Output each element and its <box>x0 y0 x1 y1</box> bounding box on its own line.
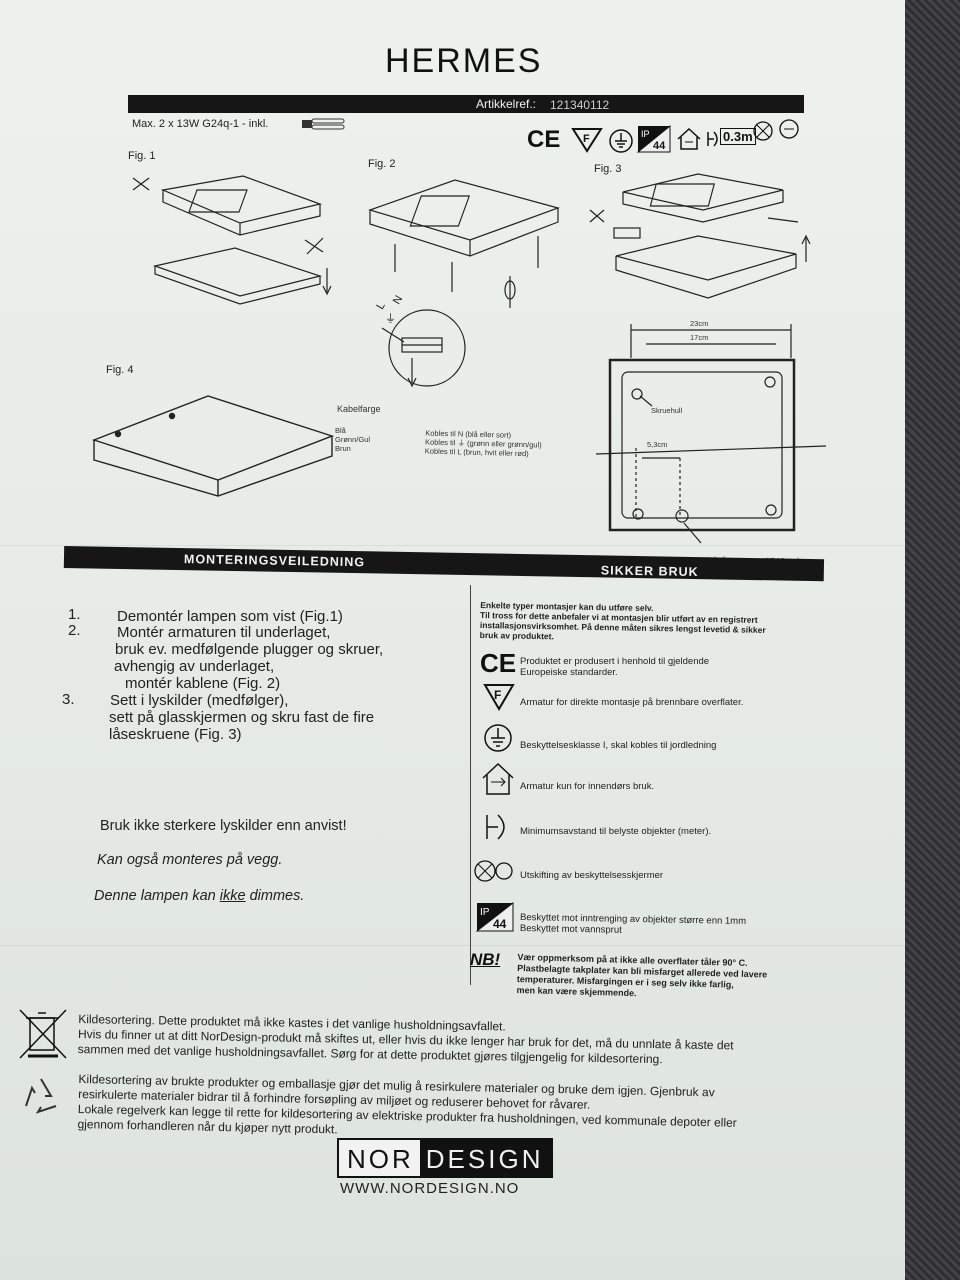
safety-f-text: Armatur for direkte montasje på brennbar… <box>520 697 744 708</box>
safety-intro: Enkelte typer montasjer kan du utføre se… <box>480 600 766 645</box>
dimming-note: Denne lampen kan ikke dimmes. <box>94 888 304 904</box>
step-3-line: låseskruene (Fig. 3) <box>109 726 242 743</box>
f-mark-icon: F <box>571 128 603 153</box>
indoor-house-icon <box>677 127 701 150</box>
ip44-icon: IP 44 <box>475 901 514 932</box>
safety-heading: SIKKER BRUK <box>600 563 699 580</box>
ground-class-icon <box>609 129 633 153</box>
cable-color-blue: Blå <box>335 426 346 435</box>
screw-hole-label: Skruehull <box>651 406 683 415</box>
safety-text-line: Produktet er produsert i henhold til gje… <box>520 656 710 667</box>
logo-design: DESIGN <box>419 1140 552 1176</box>
cable-color-heading: Kabelfarge <box>337 404 381 414</box>
safety-ce-text: Produktet er produsert i henhold til gje… <box>520 656 820 678</box>
nb-label: NB! <box>470 950 501 969</box>
step-number: 2. <box>68 622 81 639</box>
dimming-note-end: dimmes. <box>245 888 305 904</box>
safety-ground-text: Beskyttelsesklasse I, skal kobles til jo… <box>520 740 717 751</box>
indoor-house-icon <box>482 762 514 795</box>
safety-indoor-text: Armatur kun for innendørs bruk. <box>520 781 655 792</box>
wire-pe-label: ⏚ <box>385 313 396 325</box>
dimming-note-start: Denne lampen kan <box>94 888 220 904</box>
recycle-icon <box>25 1078 57 1114</box>
step-2-line: avhengig av underlaget, <box>114 658 275 675</box>
svg-text:F: F <box>494 688 501 702</box>
distance-icon <box>707 131 718 147</box>
step-2-line: bruk ev. medfølgende plugger og skruer, <box>115 641 384 658</box>
fig3-dimension-plan <box>595 324 827 544</box>
paper-fold <box>0 945 905 946</box>
max-power-text: Max. 2 x 13W G24q-1 - inkl. <box>132 118 269 130</box>
f-mark-icon: F <box>483 684 515 711</box>
svg-text:F: F <box>583 133 590 145</box>
lamp-bulb-icon <box>302 118 345 130</box>
fig3-drawing <box>589 173 811 299</box>
website-url: WWW.NORDESIGN.NO <box>340 1180 520 1197</box>
mounting-heading: MONTERINGSVEILEDNING <box>183 552 366 570</box>
product-title: HERMES <box>385 42 543 80</box>
ce-mark-icon: CE <box>527 126 561 153</box>
step-number: 3. <box>62 691 75 708</box>
logo-nor: NOR <box>339 1140 420 1176</box>
ground-class-icon <box>484 724 512 752</box>
paper-fold <box>0 545 905 546</box>
warning-note: Bruk ikke sterkere lyskilder enn anvist! <box>100 818 347 834</box>
fig4-label: Fig. 4 <box>106 364 134 376</box>
dim-23cm: 23cm <box>690 319 709 328</box>
nordesign-logo: NOR DESIGN <box>337 1138 554 1178</box>
weee-bin-icon <box>19 1009 67 1059</box>
dim-17cm: 17cm <box>690 333 709 342</box>
fig2-terminal-detail <box>381 309 466 388</box>
cable-connections: Kobles til N (blå eller sort) Kobles til… <box>425 428 542 458</box>
step-3-line: sett på glasskjermen og skru fast de fir… <box>109 709 375 726</box>
dimming-note-emphasis: ikke <box>219 888 246 904</box>
distance-value: 0.3m <box>720 128 756 145</box>
article-bar: Artikkelref.: 121340112 <box>128 95 804 113</box>
fig4-drawing <box>91 395 335 497</box>
safety-replace-text: Utskifting av beskyttelsesskjermer <box>520 870 664 881</box>
ip44-icon: IP 44 <box>636 124 671 153</box>
column-divider <box>470 585 471 985</box>
svg-text:44: 44 <box>653 140 666 152</box>
cable-colors: Blå Grønn/Gul Brun <box>335 426 370 453</box>
ce-icon: CE <box>479 648 517 678</box>
svg-text:44: 44 <box>493 917 507 931</box>
replace-shield-icon <box>474 860 513 882</box>
fig2-drawing <box>368 179 560 308</box>
fig1-label: Fig. 1 <box>128 150 156 162</box>
fig1-drawing <box>132 175 332 305</box>
cable-color-green-yellow: Grønn/Gul <box>335 435 371 444</box>
step-number: 1. <box>68 606 81 623</box>
svg-text:IP: IP <box>641 129 650 139</box>
fig3-label: Fig. 3 <box>594 163 622 175</box>
safety-distance-text: Minimumsavstand til belyste objekter (me… <box>520 826 712 837</box>
article-label: Artikkelref.: <box>475 97 536 111</box>
step-3-line: Sett i lyskilder (medfølger), <box>110 692 289 709</box>
replace-shield-icons <box>753 119 799 141</box>
svg-text:IP: IP <box>480 907 490 918</box>
wall-mount-note: Kan også monteres på vegg. <box>97 852 283 868</box>
safety-text-line: Europeiske standarder. <box>520 667 618 678</box>
fig2-label: Fig. 2 <box>368 158 396 170</box>
distance-icon <box>486 814 505 840</box>
step-1-text: Demontér lampen som vist (Fig.1) <box>117 608 343 625</box>
step-2-line: montér kablene (Fig. 2) <box>125 675 281 692</box>
cable-color-brown: Brun <box>335 444 351 453</box>
table-surface <box>905 0 960 1280</box>
nb-text: Vær oppmerksom på at ikke alle overflate… <box>516 952 767 1003</box>
dim-5-3cm: 5,3cm <box>647 440 668 449</box>
step-2-line: Montér armaturen til underlaget, <box>117 624 331 641</box>
article-number: 121340112 <box>550 98 610 112</box>
instruction-sheet <box>0 0 905 1280</box>
